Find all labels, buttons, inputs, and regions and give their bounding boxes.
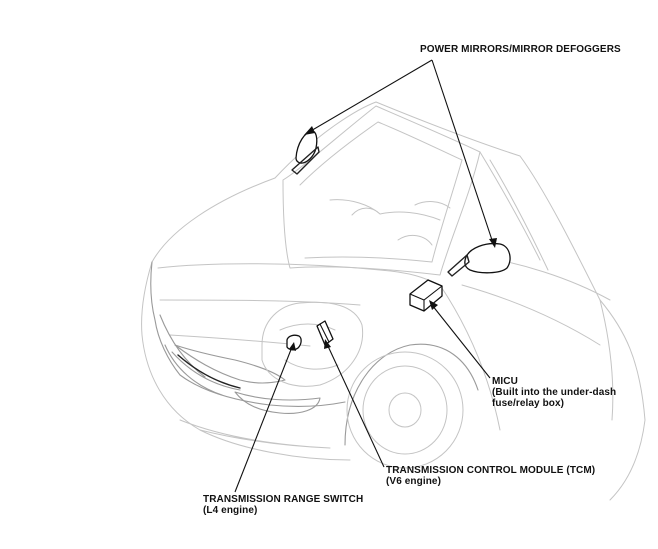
components [286, 279, 443, 351]
mirror-leader-right-arrow [489, 238, 497, 248]
engine-bay-detail [279, 323, 339, 370]
power-mirrors-label: POWER MIRRORS/MIRROR DEFOGGERS [420, 44, 621, 55]
micu-label: MICU (Built into the under-dash fuse/rel… [492, 376, 616, 409]
tcm-label-line-1: TRANSMISSION CONTROL MODULE (TCM) [386, 465, 596, 476]
tcm-leader-arrow [324, 339, 331, 349]
car-outline [141, 101, 646, 501]
windshield-inner [299, 121, 463, 263]
hood-outline [157, 263, 441, 347]
range-switch-leader [234, 346, 293, 493]
range-switch-label-line-1: TRANSMISSION RANGE SWITCH [203, 494, 364, 505]
micu-leader [431, 304, 491, 379]
headlight-accent [177, 354, 241, 389]
micu-box-edge [409, 285, 443, 311]
range-switch-label: TRANSMISSION RANGE SWITCH (L4 engine) [203, 494, 363, 516]
micu-label-line-3: fuse/relay box) [492, 398, 565, 409]
wheel-arch [344, 343, 479, 446]
right-mirror-base [447, 254, 470, 277]
windshield-outline [282, 105, 481, 276]
a-pillar [479, 151, 549, 271]
door-panel [439, 254, 614, 431]
grille-outline [159, 314, 241, 396]
tcm-leader [326, 343, 385, 468]
tcm-label-line-2: (V6 engine) [386, 476, 441, 487]
power-mirrors-label-text: POWER MIRRORS/MIRROR DEFOGGERS [420, 44, 621, 55]
mirrors [291, 130, 511, 277]
front-wheel-rim [362, 365, 448, 455]
engine-bay [261, 301, 364, 387]
lower-intake [234, 391, 321, 414]
mirror-leader-left-arrow [304, 126, 315, 135]
front-wheel-hub [388, 392, 422, 428]
micu-label-line-2: (Built into the under-dash [492, 387, 617, 398]
tcm-module-edge [316, 323, 330, 343]
right-mirror-housing [464, 242, 511, 274]
left-mirror-base [291, 146, 320, 175]
micu-label-line-1: MICU [492, 376, 518, 387]
micu-box [409, 279, 443, 312]
interior-hint [329, 199, 451, 246]
micu-leader-arrow [429, 300, 438, 310]
car-body-outline [141, 101, 646, 501]
range-switch-leader-arrow [289, 342, 296, 351]
range-switch-label-line-2: (L4 engine) [203, 505, 258, 516]
leader-lines [234, 59, 497, 493]
bumper-lower [179, 419, 331, 449]
tcm-label: TRANSMISSION CONTROL MODULE (TCM) (V6 en… [386, 465, 595, 487]
front-fascia [150, 261, 346, 407]
front-wheel [346, 351, 464, 469]
mirror-leader-left [308, 59, 433, 133]
headlight-outline [174, 344, 286, 384]
mirror-leader-right [431, 59, 494, 244]
